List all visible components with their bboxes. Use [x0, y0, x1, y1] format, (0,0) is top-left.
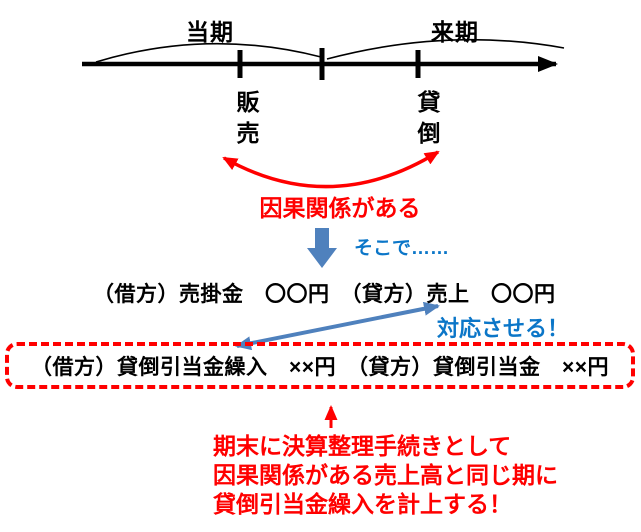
allowance-entry-box: （借方）貸倒引当金繰入 ××円 （貸方）貸倒引当金 ××円: [5, 342, 635, 389]
allowance-entry-text: （借方）貸倒引当金繰入 ××円 （貸方）貸倒引当金 ××円: [30, 355, 610, 379]
current-period-label: 当期: [186, 19, 234, 45]
brace-current-period: [95, 42, 322, 63]
then-label: そこで……: [354, 238, 450, 259]
note-block: 期末に決算整理手続きとして 因果関係がある売上高と同じ期に 貸倒引当金繰入を計上…: [213, 432, 558, 519]
next-period-label: 来期: [431, 19, 479, 45]
correspond-label: 対応させる！: [437, 316, 570, 341]
down-block-arrow: [307, 228, 337, 268]
sale-entry-text: （借方）売掛金 〇〇円 （貸方）売上 〇〇円: [93, 283, 556, 306]
bad-debt-label: 貸倒: [414, 90, 440, 152]
note-line-2: 因果関係がある売上高と同じ期に: [213, 462, 558, 488]
note-line-1: 期末に決算整理手続きとして: [213, 433, 512, 459]
causal-label: 因果関係がある: [259, 195, 421, 221]
sales-label: 販売: [233, 90, 259, 152]
causal-arrow: [222, 150, 440, 189]
correspondence-arrow: [235, 301, 440, 351]
brace-next-period: [326, 38, 565, 60]
note-line-3: 貸倒引当金繰入を計上する！: [213, 491, 512, 517]
